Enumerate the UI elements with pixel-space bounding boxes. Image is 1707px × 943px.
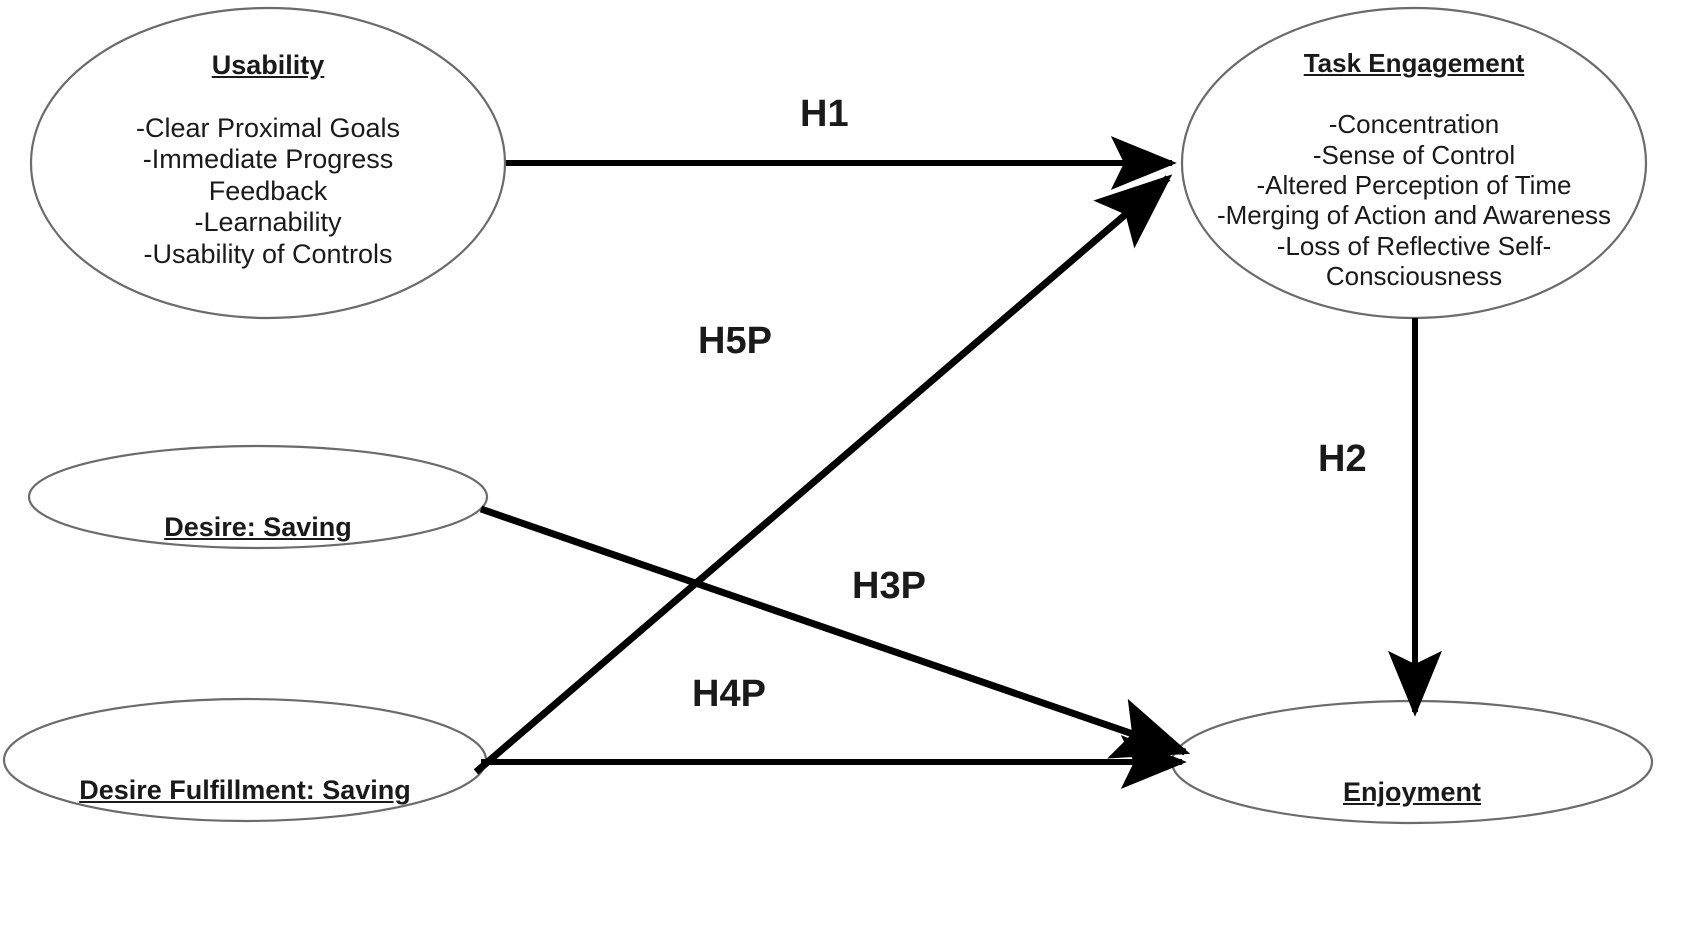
node-ellipse-task-engagement[interactable] — [1180, 6, 1648, 320]
edge-label-h5p: H5P — [698, 320, 772, 362]
edge-label-h1: H1 — [800, 93, 849, 135]
edge-label-h4p: H4P — [692, 673, 766, 715]
edge-arrow-h3p — [479, 505, 1191, 759]
edge-label-h3p: H3P — [852, 565, 926, 607]
node-ellipse-desire-saving[interactable] — [27, 444, 489, 550]
node-ellipse-usability[interactable] — [29, 6, 507, 320]
node-ellipse-desire-fulfillment-saving[interactable] — [2, 697, 488, 823]
edge-arrow-h5p — [473, 174, 1173, 775]
edge-label-h2: H2 — [1318, 438, 1367, 480]
node-ellipse-enjoyment[interactable] — [1170, 699, 1654, 825]
